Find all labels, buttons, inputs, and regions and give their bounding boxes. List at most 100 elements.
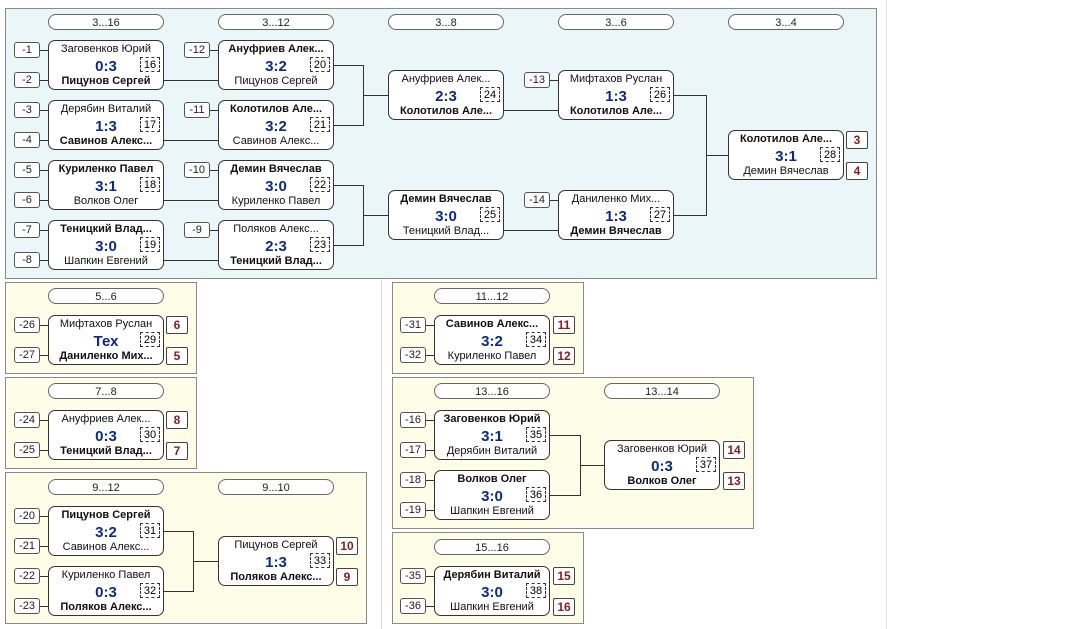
match-number: 30 [140, 427, 160, 442]
player-name: Заговенков Юрий [60, 43, 152, 55]
match-card-34[interactable]: Савинов Алекс... 3:2 34 Куриленко Павел [434, 315, 550, 365]
match-card-37[interactable]: Заговенков Юрий 0:3 37 Волков Олег [604, 440, 720, 490]
player-name: Савинов Алекс... [232, 135, 320, 147]
match-card-31[interactable]: Пицунов Сергей 3:2 31 Савинов Алекс... [48, 506, 164, 556]
match-number: 20 [310, 57, 330, 72]
seed-box: -4 [14, 132, 40, 148]
match-score: 1:3 [95, 118, 117, 135]
match-card-17[interactable]: Дерябин Виталий 1:3 17 Савинов Алекс... [48, 100, 164, 150]
player-name: Шапкин Евгений [450, 505, 534, 517]
match-card-16[interactable]: Заговенков Юрий 0:3 16 Пицунов Сергей [48, 40, 164, 90]
match-card-18[interactable]: Куриленко Павел 3:1 18 Волков Олег [48, 160, 164, 210]
match-score: 3:0 [265, 178, 287, 195]
place-badge: 13 [723, 472, 745, 490]
player-name: Куриленко Павел [447, 350, 537, 362]
round-header-3-16: 3...16 [48, 14, 164, 30]
player-name: Савинов Алекс... [59, 135, 153, 147]
player-name: Поляков Алекс... [230, 571, 322, 583]
match-card-28[interactable]: Колотилов Але... 3:1 28 Демин Вячеслав [728, 130, 844, 180]
match-card-29[interactable]: Мифтахов Руслан Тех 29 Даниленко Мих... [48, 315, 164, 365]
match-number: 33 [310, 553, 330, 568]
match-card-32[interactable]: Куриленко Павел 0:3 32 Поляков Алекс... [48, 566, 164, 616]
player-name: Даниленко Мих... [571, 193, 661, 205]
round-header-5-6: 5...6 [48, 288, 164, 304]
match-number: 22 [310, 177, 330, 192]
match-number: 28 [820, 147, 840, 162]
match-score: 1:3 [605, 208, 627, 225]
place-badge: 12 [553, 347, 575, 365]
match-number: 31 [140, 523, 160, 538]
seed-box: -25 [14, 442, 40, 458]
round-header-15-16: 15...16 [434, 539, 550, 555]
player-name: Колотилов Але... [399, 105, 493, 117]
match-number: 19 [140, 237, 160, 252]
match-number: 37 [696, 457, 716, 472]
match-card-33[interactable]: Пицунов Сергей 1:3 33 Поляков Алекс... [218, 536, 334, 586]
player-name: Куриленко Павел [61, 569, 151, 581]
match-card-27[interactable]: Даниленко Мих... 1:3 27 Демин Вячеслав [558, 190, 674, 240]
column-divider [381, 280, 382, 629]
match-score: 0:3 [651, 458, 673, 475]
match-number: 26 [650, 87, 670, 102]
seed-box: -16 [400, 412, 426, 428]
player-name: Даниленко Мих... [59, 350, 153, 362]
seed-box: -14 [524, 192, 550, 208]
match-card-35[interactable]: Заговенков Юрий 3:1 35 Дерябин Виталий [434, 410, 550, 460]
round-header-3-6: 3...6 [558, 14, 674, 30]
match-card-19[interactable]: Теницкий Влад... 3:0 19 Шапкин Евгений [48, 220, 164, 270]
round-header-7-8: 7...8 [48, 383, 164, 399]
player-name: Ануфриев Алек... [401, 73, 491, 85]
seed-box: -31 [400, 317, 426, 333]
match-card-24[interactable]: Ануфриев Алек... 2:3 24 Колотилов Але... [388, 70, 504, 120]
player-name: Демин Вячеслав [743, 165, 829, 177]
seed-box: -20 [14, 508, 40, 524]
player-name: Колотилов Але... [229, 103, 323, 115]
place-badge: 4 [846, 162, 868, 180]
seed-box: -26 [14, 317, 40, 333]
seed-box: -22 [14, 568, 40, 584]
match-card-25[interactable]: Демин Вячеслав 3:0 25 Теницкий Влад... [388, 190, 504, 240]
player-name: Пицунов Сергей [234, 539, 318, 551]
match-card-21[interactable]: Колотилов Але... 3:2 21 Савинов Алекс... [218, 100, 334, 150]
seed-box: -23 [14, 598, 40, 614]
match-card-36[interactable]: Волков Олег 3:0 36 Шапкин Евгений [434, 470, 550, 520]
match-number: 25 [480, 207, 500, 222]
round-header-9-10: 9...10 [218, 479, 334, 495]
seed-box: -35 [400, 568, 426, 584]
match-number: 32 [140, 583, 160, 598]
match-card-22[interactable]: Демин Вячеслав 3:0 22 Куриленко Павел [218, 160, 334, 210]
match-score: 3:0 [481, 584, 503, 601]
match-number: 17 [140, 117, 160, 132]
match-score: 3:0 [481, 488, 503, 505]
match-score: 3:2 [95, 524, 117, 541]
match-score: 3:2 [481, 333, 503, 350]
player-name: Дерябин Виталий [60, 103, 152, 115]
place-badge: 14 [723, 441, 745, 459]
match-card-30[interactable]: Ануфриев Алек... 0:3 30 Теницкий Влад... [48, 410, 164, 460]
player-name: Заговенков Юрий [443, 413, 541, 425]
match-number: 27 [650, 207, 670, 222]
player-name: Мифтахов Руслан [569, 73, 663, 85]
place-badge: 6 [166, 316, 188, 334]
match-number: 29 [140, 332, 160, 347]
match-card-20[interactable]: Ануфриев Алек... 3:2 20 Пицунов Сергей [218, 40, 334, 90]
seed-box: -27 [14, 347, 40, 363]
round-header-3-12: 3...12 [218, 14, 334, 30]
match-card-23[interactable]: Поляков Алекс... 2:3 23 Теницкий Влад... [218, 220, 334, 270]
match-score: 3:1 [95, 178, 117, 195]
match-score: 3:0 [95, 238, 117, 255]
place-badge: 16 [553, 598, 575, 616]
player-name: Демин Вячеслав [570, 225, 662, 237]
seed-box: -9 [184, 222, 210, 238]
round-header-3-8: 3...8 [388, 14, 504, 30]
round-header-13-14: 13...14 [604, 383, 720, 399]
place-badge: 11 [553, 316, 575, 334]
round-header-13-16: 13...16 [434, 383, 550, 399]
match-card-38[interactable]: Дерябин Виталий 3:0 38 Шапкин Евгений [434, 566, 550, 616]
match-number: 34 [526, 332, 546, 347]
player-name: Дерябин Виталий [443, 569, 541, 581]
match-number: 21 [310, 117, 330, 132]
match-card-26[interactable]: Мифтахов Руслан 1:3 26 Колотилов Але... [558, 70, 674, 120]
seed-box: -36 [400, 598, 426, 614]
seed-box: -18 [400, 472, 426, 488]
